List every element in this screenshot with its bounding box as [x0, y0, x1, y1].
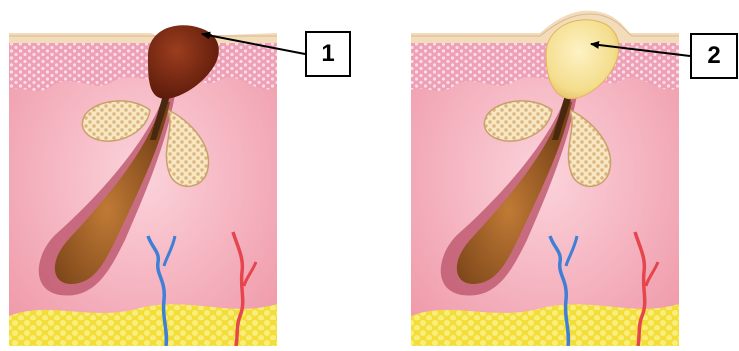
panel-2-surface-line — [411, 14, 679, 36]
panel-2-skin-surface — [411, 11, 679, 43]
callout-label-2-text: 2 — [707, 42, 720, 70]
panel-2-skin-cross-section — [411, 11, 690, 346]
callout-label-2: 2 — [690, 33, 738, 79]
panel-1-skin-cross-section — [9, 25, 305, 346]
callout-label-1-text: 1 — [321, 40, 334, 68]
callout-label-1: 1 — [305, 31, 351, 77]
